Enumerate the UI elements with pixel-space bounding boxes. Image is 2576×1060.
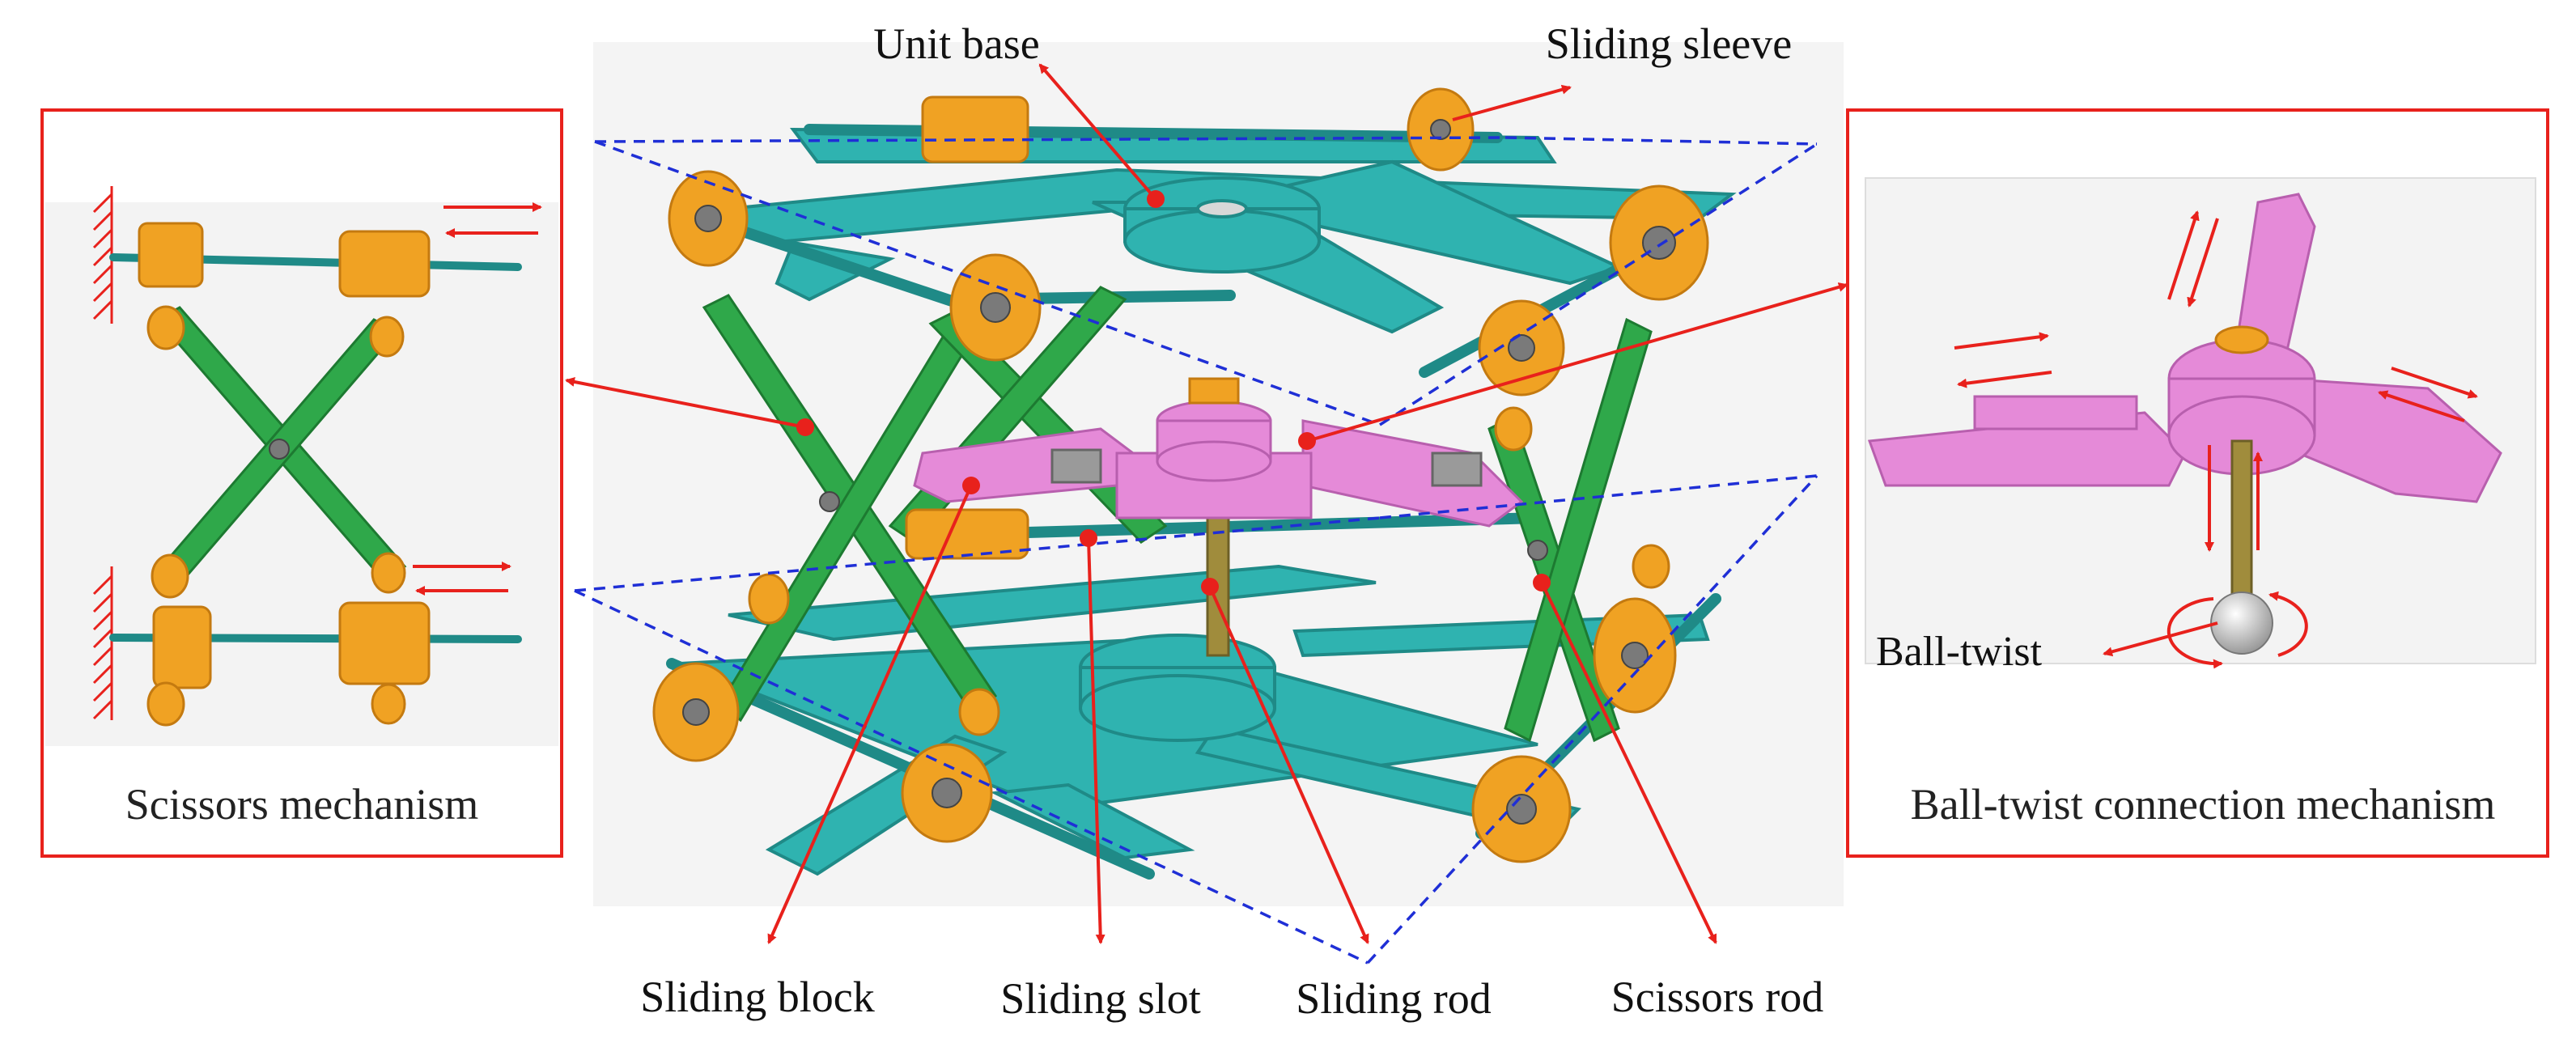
scissors-panel-sleeves <box>138 222 431 727</box>
center-mechanism-render <box>652 87 1737 880</box>
right-scissors-rods <box>1487 317 1653 743</box>
dashed-guide-lines <box>574 136 1818 965</box>
label-sliding-block: Sliding block <box>640 973 875 1021</box>
label-unit-base: Unit base <box>873 19 1039 68</box>
ball-twist-label: Ball-twist <box>1876 629 2043 675</box>
ball-twist-ball <box>2210 591 2273 655</box>
bearing-details <box>682 119 1676 825</box>
label-sliding-rod: Sliding rod <box>1296 974 1492 1023</box>
ball-twist-motion-arrows <box>1954 210 2478 669</box>
callout-dots <box>796 190 1551 596</box>
callout-lines <box>565 63 1848 944</box>
ball-twist-rod <box>2230 439 2253 604</box>
ball-twist-panel-caption: Ball-twist connection mechanism <box>1911 780 2496 829</box>
scissors-center-pivot <box>269 439 290 460</box>
scissors-panel-caption: Scissors mechanism <box>125 780 478 829</box>
label-sliding-sleeve: Sliding sleeve <box>1546 19 1792 68</box>
center-ball-twist-core <box>913 377 1524 528</box>
label-sliding-slot: Sliding slot <box>1000 974 1201 1023</box>
scissors-motion-arrows <box>413 202 542 596</box>
ball-twist-panel: Ball-twist Ball-twist connection mechani… <box>1846 108 2549 858</box>
component-labels: Unit base Sliding sleeve Sliding block S… <box>640 19 1823 1023</box>
ball-twist-bushing <box>2214 325 2269 354</box>
scissors-mechanism-panel: Scissors mechanism <box>40 108 563 858</box>
label-scissors-rod: Scissors rod <box>1611 973 1824 1021</box>
